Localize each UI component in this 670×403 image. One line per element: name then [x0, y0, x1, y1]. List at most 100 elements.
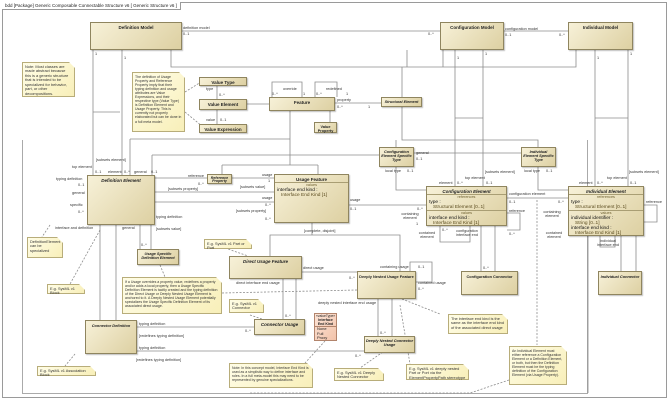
class-deeply-nested-usage-feature[interactable]: Deeply Nested Usage Feature [357, 271, 416, 299]
class-configuration-connector[interactable]: Configuration Connector [461, 271, 518, 295]
note-sysml-block: E.g. SysML v1 Block [47, 284, 85, 294]
multiplicity-label: 0..* [417, 207, 423, 211]
multiplicity-label: 0..* [428, 32, 434, 36]
role-label: interface and definition [55, 226, 94, 230]
role-label: contained usage [418, 281, 446, 285]
class-definition-element[interactable]: Definition Element [87, 175, 155, 225]
multiplicity-label: 0..1 [546, 169, 553, 173]
note-usage-override: If a Usage overrides a property value, r… [122, 277, 222, 314]
role-label: value [206, 118, 216, 122]
role-label: configuration interface end [456, 229, 478, 237]
class-value-element[interactable]: Value Element [199, 99, 247, 110]
role-label: typing definition [56, 177, 83, 181]
multiplicity-label: 0..* [78, 210, 84, 214]
note-usage-reference-property: The definition of Usage Property and Ref… [132, 72, 185, 132]
role-label: contained element [418, 231, 436, 239]
attribute-interface-end-kind-type: Interface End Kind [1] [281, 192, 328, 198]
multiplicity-label: 1 [346, 92, 349, 96]
role-label: top element [72, 165, 92, 169]
class-reference-property[interactable]: Reference Property [207, 174, 232, 184]
class-feature[interactable]: Feature [269, 97, 335, 111]
multiplicity-label: 0..* [483, 266, 489, 270]
config-connector [480, 226, 496, 271]
multiplicity-label: 0..1 [151, 170, 158, 174]
defelem-usage-specific [139, 225, 152, 249]
note-interface-end-kind: Note: In this concept model, Interface E… [229, 363, 313, 388]
class-value-property[interactable]: Value Property [314, 122, 337, 133]
note-sysml-part-port: E.g. SysML v1 Part or Port [204, 239, 252, 249]
multiplicity-label: 0..* [124, 170, 130, 174]
role-label: element [439, 181, 453, 185]
multiplicity-label: 0..* [285, 314, 291, 318]
role-label: type [206, 87, 214, 91]
role-label: [subsets element] [96, 158, 126, 162]
class-individual-element[interactable]: Individual Element references type : Str… [568, 186, 644, 236]
multiplicity-label: 0..1 [95, 170, 102, 174]
class-connector-definition[interactable]: Connector Definition [85, 320, 137, 354]
constraint-label: [complete, disjoint] [304, 229, 336, 233]
note-sysml-association-block: E.g. SysML v1 Association Block [37, 366, 96, 376]
class-individual-model[interactable]: Individual Model [568, 22, 633, 50]
class-configuration-element[interactable]: Configuration Element references type : … [426, 186, 507, 226]
multiplicity-label: 0..1 [505, 33, 512, 37]
role-label: containing element [543, 210, 561, 218]
role-label: individual interface end [597, 239, 619, 247]
class-structural-element[interactable]: Structural Element [381, 97, 422, 107]
gen-models [170, 50, 577, 68]
multiplicity-label: 0..1 [407, 169, 414, 173]
attribute-individual-identifier-type: String [0..1] [575, 220, 600, 226]
multiplicity-label: 0..* [509, 232, 515, 236]
role-label: direct interface end usage [236, 281, 280, 285]
multiplicity-label: 0..* [219, 93, 225, 97]
enum-literal: Full [317, 330, 324, 336]
multiplicity-label: 1 [95, 52, 98, 56]
class-value-expression[interactable]: Value Expression [199, 124, 247, 133]
role-label: override [283, 87, 297, 91]
role-label: usage [350, 198, 361, 202]
role-label: local type [385, 169, 402, 173]
role-label: direct usage [303, 266, 324, 270]
role-label: general [134, 170, 147, 174]
diagram-frame [2, 2, 667, 398]
role-label: typing definition [139, 346, 166, 350]
class-direct-usage-feature[interactable]: Direct Usage Feature [229, 256, 302, 279]
multiplicity-label: 0..* [558, 200, 564, 204]
class-value-type[interactable]: Value Type [199, 77, 247, 86]
class-individual-element-specific-type[interactable]: Individual Element Specific Type [521, 147, 556, 167]
class-usage-feature[interactable]: Usage Feature values interface end kind … [274, 174, 349, 223]
role-label: typing definition [139, 322, 166, 326]
class-usage-specific-definition-element[interactable]: Usage Specific Definition Element [137, 249, 179, 265]
enum-interface-end-kind[interactable]: «valueType» Interface End Kind None Full… [314, 313, 337, 341]
multiplicity-label: 0..1 [350, 207, 357, 211]
class-definition-model[interactable]: Definition Model [90, 22, 182, 50]
role-label: reference [646, 200, 663, 204]
note-sysml-connector: E.g. SysML v1 Connector [229, 299, 264, 313]
individual-connector [587, 236, 637, 393]
multiplicity-label: 1 [268, 179, 271, 183]
role-label: specific [70, 203, 83, 207]
note-interface-end-kind-same: The interface end kind is the same as th… [448, 314, 508, 334]
role-label: general [72, 191, 85, 195]
enum-literal: None [317, 326, 327, 331]
role-label: usage [262, 196, 273, 200]
class-deeply-nested-connector-usage[interactable]: Deeply Nested Connector Usage [364, 336, 415, 353]
attribute-type-type: Structural Element [0..1] [575, 204, 627, 210]
role-label: [subsets property] [168, 187, 199, 191]
attribute-type-name: type : [571, 199, 583, 205]
note-individual-element-reference: An Individual Element must either refere… [509, 346, 567, 385]
multiplicity-label: 0..* [597, 181, 603, 185]
note-anchors [41, 81, 538, 394]
class-configuration-model[interactable]: Configuration Model [440, 22, 504, 50]
multiplicity-label: 0..1 [486, 181, 493, 185]
class-configuration-element-specific-type[interactable]: Configuration Element Specific Type [379, 147, 414, 167]
role-label: reference [509, 209, 526, 213]
multiplicity-label: 0..1 [418, 265, 425, 269]
usage-subtypes [269, 223, 401, 271]
attribute-interface-end-kind-name: interface end kind : [571, 225, 612, 231]
class-connector-usage[interactable]: Connector Usage [254, 319, 305, 335]
role-label: property [337, 98, 351, 102]
multiplicity-label: 0..1 [220, 118, 227, 122]
role-label: redefined [326, 87, 342, 91]
class-individual-connector[interactable]: Individual Connector [598, 271, 642, 295]
